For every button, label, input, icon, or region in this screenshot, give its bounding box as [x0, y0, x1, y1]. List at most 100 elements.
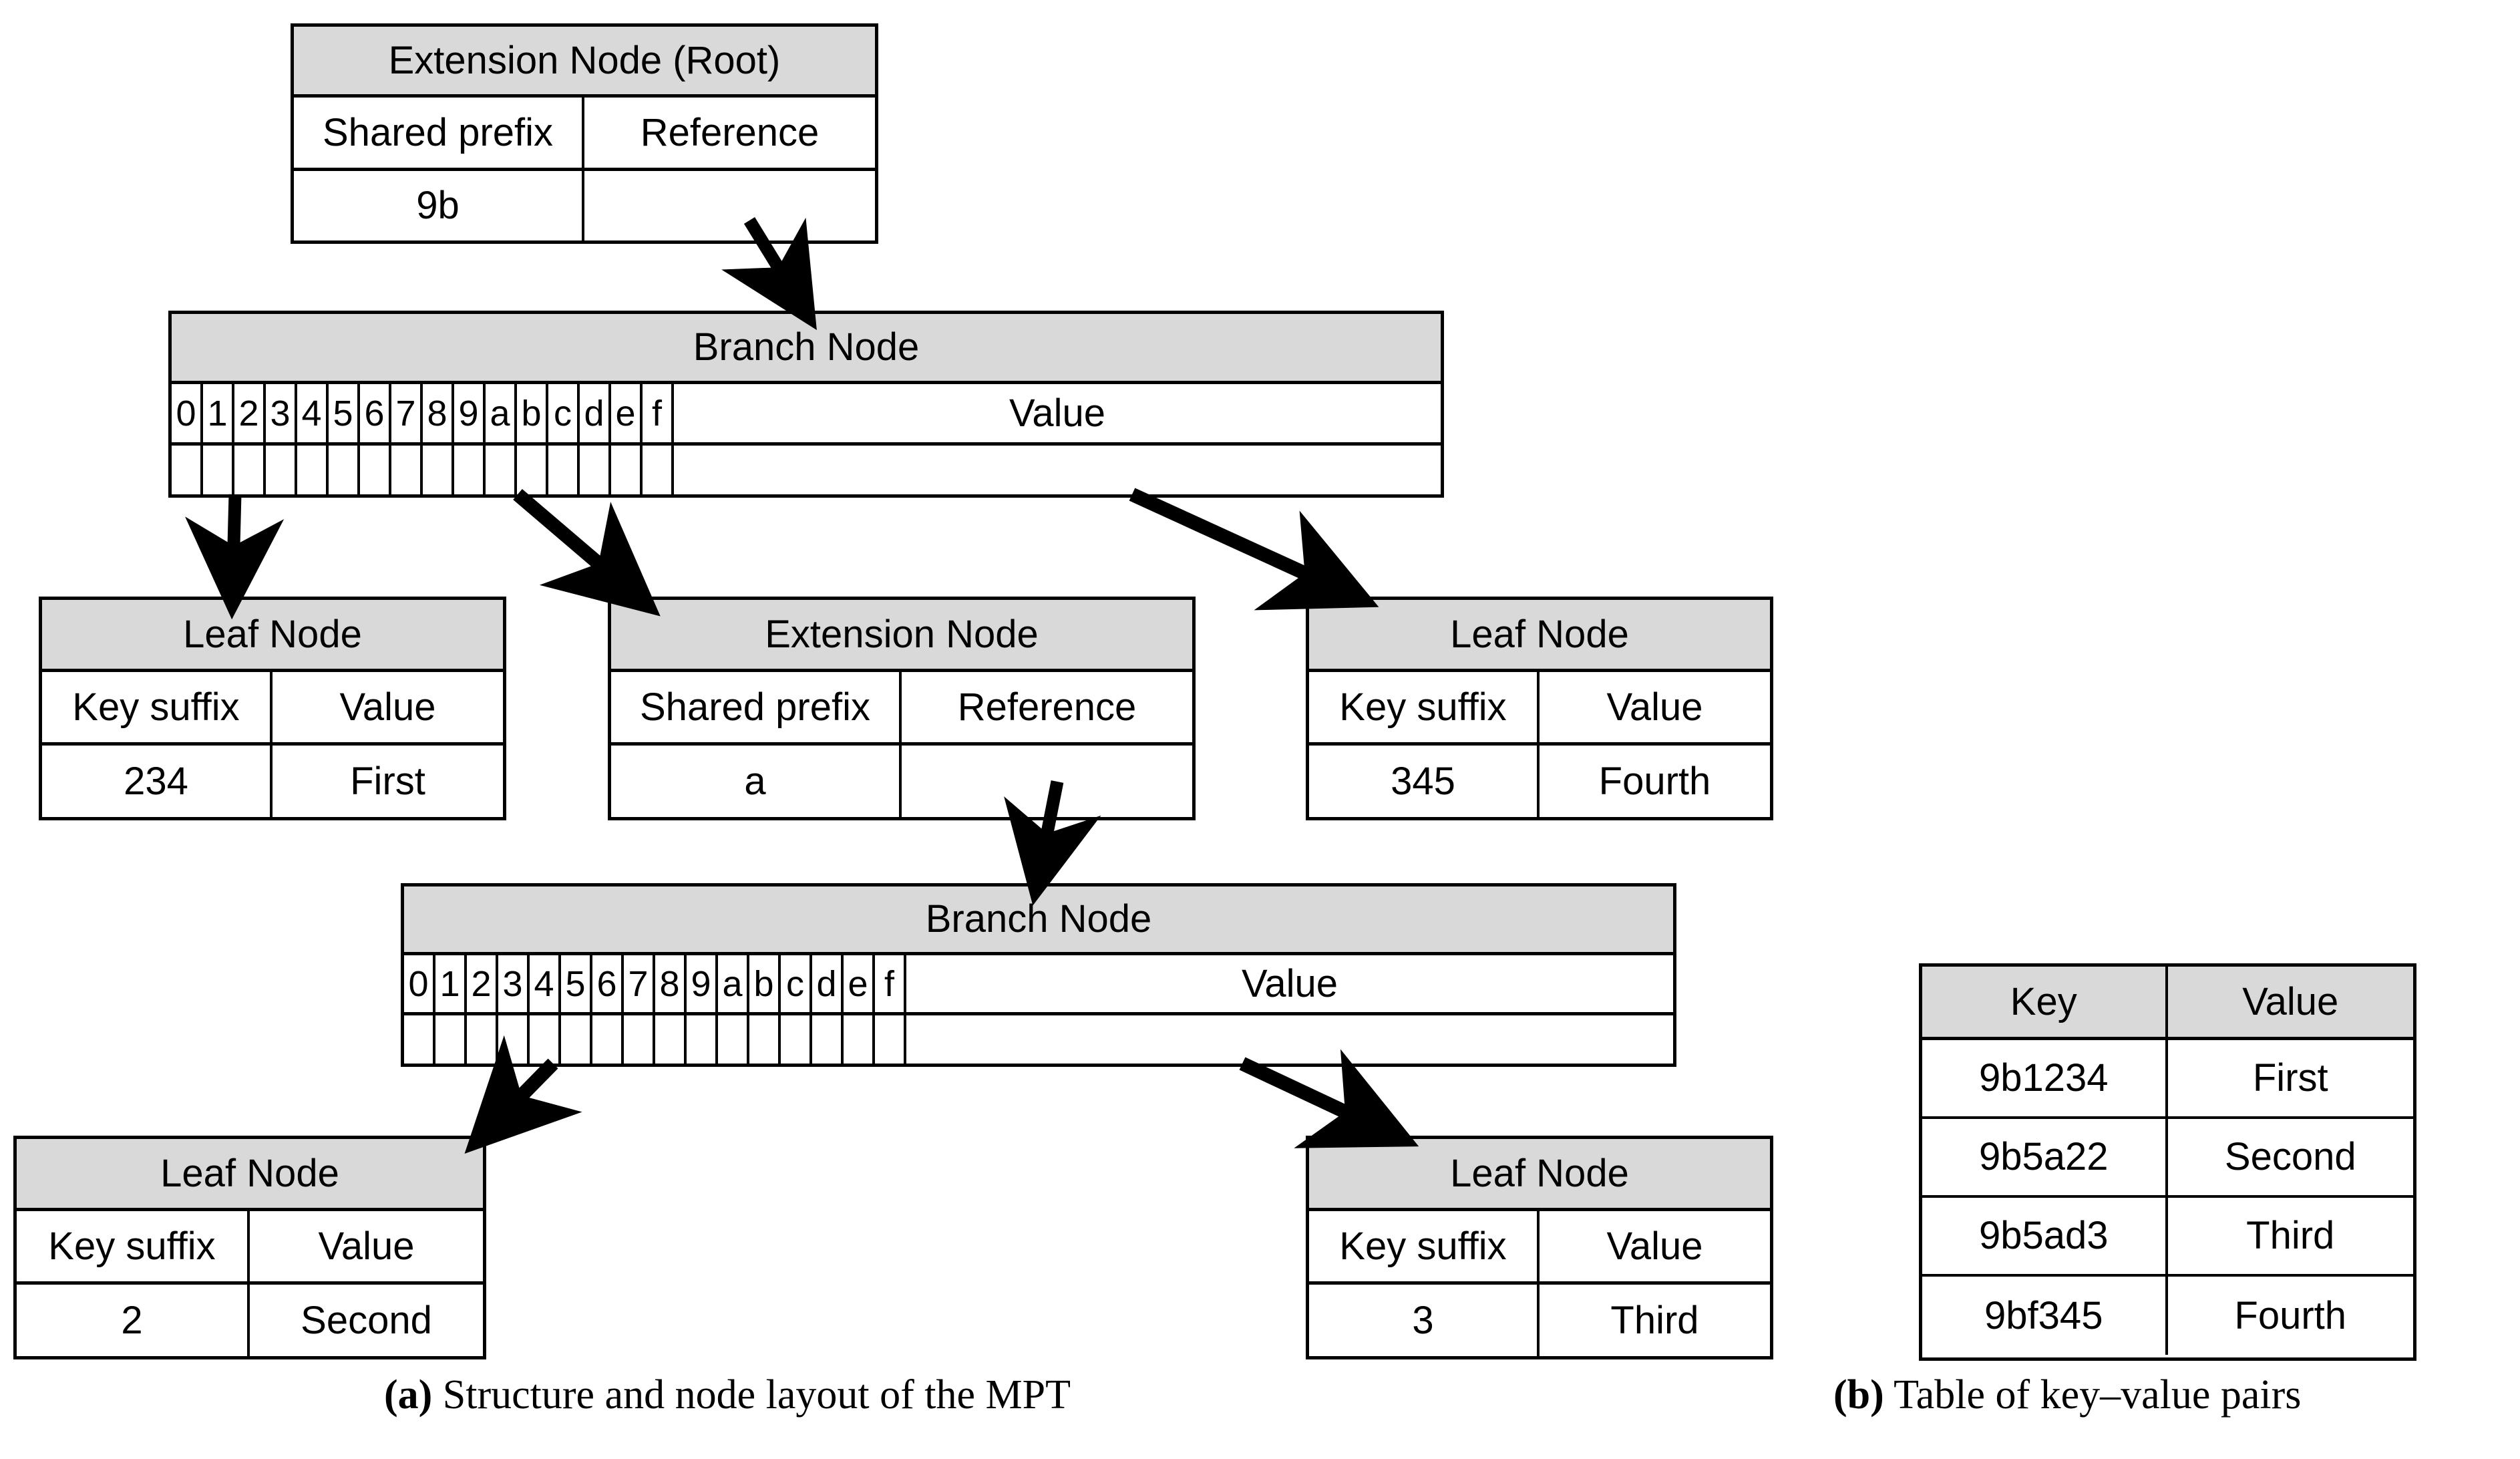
- leaf-first-key-suffix-value: 234: [42, 746, 273, 817]
- branch-2-nibble-header-9: 9: [687, 955, 718, 1012]
- root-extension-reference-value: [584, 171, 875, 240]
- key-value-table: Key Value 9b1234 First 9b5a22 Second 9b5…: [1919, 963, 2416, 1361]
- leaf-fourth-value: Fourth: [1598, 759, 1711, 803]
- kv-row-0-key: 9b1234: [1922, 1040, 2168, 1116]
- kv-row-3-key: 9bf345: [1922, 1277, 2168, 1355]
- branch-2-value-header: Value: [1241, 961, 1338, 1005]
- leaf-second-value: Second: [301, 1298, 432, 1342]
- branch-2-slot-3: [498, 1015, 530, 1064]
- branch-2-nibble-header-5: 5: [561, 955, 592, 1012]
- root-extension-col2-header: Reference: [640, 110, 820, 154]
- leaf-second-col1-header: Key suffix: [17, 1211, 250, 1281]
- branch-1-slot-8: [423, 446, 454, 494]
- branch-1-nibble-header-a: a: [486, 384, 517, 442]
- branch-1-nibble-header-f: f: [643, 384, 674, 442]
- branch-2-nibble-header-6: 6: [592, 955, 624, 1012]
- kv-table-row: 9b1234 First: [1922, 1040, 2413, 1119]
- branch-2-nibble-header-e: e: [844, 955, 875, 1012]
- branch-2-nibble-header-f: f: [875, 955, 906, 1012]
- node-leaf-third: Leaf Node Key suffix Value 3 Third: [1306, 1136, 1773, 1359]
- leaf-second-col2-header: Value: [318, 1224, 415, 1268]
- branch-1-slot-e: [611, 446, 643, 494]
- branch-2-nibble-header-c: c: [781, 955, 812, 1012]
- branch-1-slot-f: [643, 446, 674, 494]
- branch-2-nibble-header-d: d: [812, 955, 844, 1012]
- arrow-branch1-slot5-to-extension2: [513, 489, 661, 617]
- leaf-third-col1-header: Key suffix: [1309, 1211, 1540, 1281]
- leaf-second-key-suffix-value: 2: [17, 1285, 250, 1356]
- branch-2-slot-9: [687, 1015, 718, 1064]
- leaf-third-value: Third: [1610, 1298, 1699, 1342]
- extension-2-col2-header: Reference: [957, 685, 1137, 729]
- branch-2-nibble-header-4: 4: [530, 955, 561, 1012]
- branch-2-nibble-header-b: b: [749, 955, 781, 1012]
- branch-2-slot-4: [530, 1015, 561, 1064]
- kv-row-1-key: 9b5a22: [1922, 1119, 2168, 1195]
- branch-1-nibble-header-1: 1: [203, 384, 234, 442]
- branch-1-nibble-header-8: 8: [423, 384, 454, 442]
- branch-2-slot-8: [655, 1015, 687, 1064]
- branch-1-title: Branch Node: [172, 314, 1441, 384]
- leaf-third-col2-header: Value: [1606, 1224, 1703, 1268]
- leaf-second-title: Leaf Node: [17, 1139, 483, 1211]
- kv-table-row: 9b5a22 Second: [1922, 1119, 2413, 1198]
- branch-1-nibble-header-0: 0: [172, 384, 203, 442]
- node-branch-2: Branch Node 0 1 2 3 4 5 6 7 8 9 a b c d …: [401, 883, 1676, 1067]
- root-extension-col1-header: Shared prefix: [294, 98, 584, 168]
- caption-a-text: Structure and node layout of the MPT: [432, 1372, 1071, 1418]
- branch-1-slot-2: [234, 446, 266, 494]
- branch-2-slot-b: [749, 1015, 781, 1064]
- branch-1-nibble-header-4: 4: [297, 384, 329, 442]
- kv-row-2-key: 9b5ad3: [1922, 1198, 2168, 1274]
- kv-table-row: 9b5ad3 Third: [1922, 1198, 2413, 1277]
- branch-1-value-header: Value: [1009, 391, 1106, 435]
- leaf-first-col2-header: Value: [339, 685, 436, 729]
- branch-1-nibble-header-b: b: [517, 384, 548, 442]
- branch-1-slot-5: [329, 446, 360, 494]
- node-leaf-second: Leaf Node Key suffix Value 2 Second: [13, 1136, 486, 1359]
- kv-row-3-value: Fourth: [2234, 1293, 2347, 1337]
- branch-1-nibble-header-c: c: [548, 384, 580, 442]
- arrow-branch1-slotf-to-leaf-fourth: [1129, 488, 1379, 611]
- leaf-fourth-key-suffix-value: 345: [1309, 746, 1540, 817]
- branch-1-nibble-header-6: 6: [360, 384, 391, 442]
- branch-1-slot-3: [266, 446, 297, 494]
- leaf-first-value: First: [350, 759, 425, 803]
- branch-1-nibble-header-9: 9: [454, 384, 486, 442]
- branch-1-nibble-header-e: e: [611, 384, 643, 442]
- root-extension-title: Extension Node (Root): [294, 27, 875, 98]
- branch-1-nibble-header-5: 5: [329, 384, 360, 442]
- arrow-branch2-slotd-to-leaf-third: [1239, 1049, 1419, 1148]
- branch-1-slot-4: [297, 446, 329, 494]
- branch-2-slot-f: [875, 1015, 906, 1064]
- branch-2-slot-2: [467, 1015, 498, 1064]
- caption-b: (b) Table of key–value pairs: [1833, 1374, 2301, 1416]
- branch-2-nibble-header-1: 1: [435, 955, 467, 1012]
- branch-2-title: Branch Node: [404, 886, 1673, 955]
- branch-2-slot-d: [812, 1015, 844, 1064]
- branch-2-slot-c: [781, 1015, 812, 1064]
- leaf-fourth-title: Leaf Node: [1309, 600, 1770, 672]
- extension-2-title: Extension Node: [611, 600, 1192, 672]
- branch-1-value-cell: [674, 446, 1441, 494]
- arrow-branch1-slot1-to-leaf-first: [185, 494, 285, 620]
- node-extension-2: Extension Node Shared prefix Reference a: [608, 597, 1196, 820]
- branch-1-slot-9: [454, 446, 486, 494]
- caption-b-text: Table of key–value pairs: [1883, 1372, 2302, 1418]
- branch-1-slot-6: [360, 446, 391, 494]
- caption-b-label: (b): [1833, 1372, 1884, 1418]
- branch-2-slot-5: [561, 1015, 592, 1064]
- branch-2-slot-6: [592, 1015, 624, 1064]
- branch-1-slot-1: [203, 446, 234, 494]
- branch-1-slot-d: [580, 446, 611, 494]
- node-leaf-first: Leaf Node Key suffix Value 234 First: [39, 597, 506, 820]
- leaf-first-col1-header: Key suffix: [42, 672, 273, 742]
- branch-2-slot-7: [624, 1015, 655, 1064]
- branch-2-slot-1: [435, 1015, 467, 1064]
- branch-2-nibble-header-8: 8: [655, 955, 687, 1012]
- node-branch-1: Branch Node 0 1 2 3 4 5 6 7 8 9 a b c d …: [168, 311, 1444, 498]
- branch-1-slot-0: [172, 446, 203, 494]
- leaf-third-title: Leaf Node: [1309, 1139, 1770, 1211]
- branch-2-nibble-header-2: 2: [467, 955, 498, 1012]
